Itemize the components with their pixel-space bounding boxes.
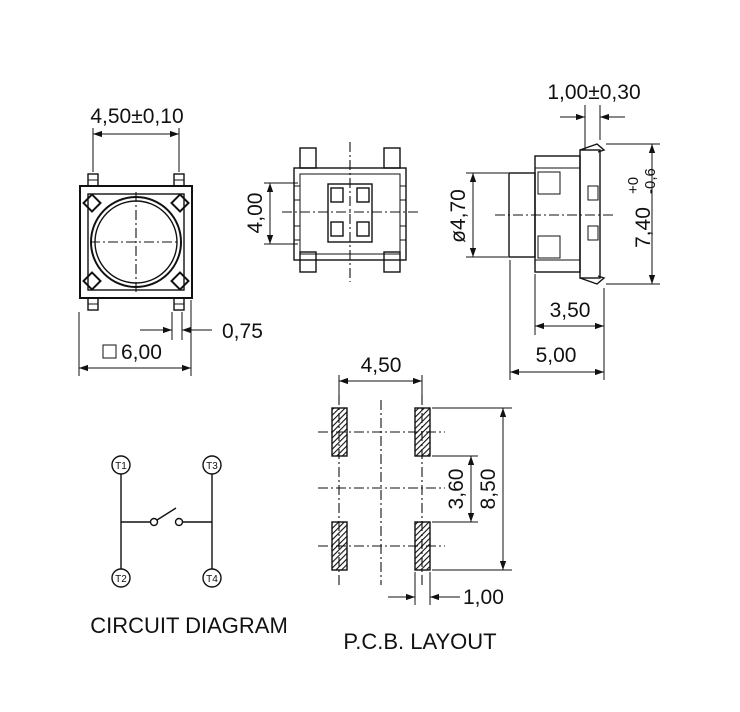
dim-pcb-pad-width: 1,00	[463, 586, 504, 609]
terminal-t4	[202, 568, 222, 588]
terminal-t2-label: T2	[115, 574, 127, 585]
square-symbol-icon	[102, 344, 117, 359]
dim-pcb-span-y: 8,50	[477, 469, 500, 510]
terminal-t3-label: T3	[206, 461, 218, 472]
dim-overall-height-tol-minus: -0,6	[642, 168, 659, 194]
top-view: 4,50±0,10 6,00 0,75	[78, 105, 263, 376]
side-view-body	[534, 155, 581, 273]
dim-total-height: 5,00	[536, 344, 577, 367]
circuit-diagram-caption: CIRCUIT DIAGRAM	[90, 613, 288, 638]
terminal-t2	[111, 568, 131, 588]
dim-top-body-width: 4,50±0,10	[90, 105, 183, 128]
pcb-layout: 4,50 3,60 8,50 1,00 P.C.B. LAYOUT	[318, 354, 512, 654]
terminal-t1-label: T1	[115, 461, 127, 472]
switch-contact	[156, 507, 177, 521]
dim-terminal-width: 0,75	[222, 320, 263, 343]
pcb-layout-caption: P.C.B. LAYOUT	[343, 629, 496, 654]
dim-overall-height-tol-plus: +0	[625, 177, 642, 194]
corner-posts	[82, 193, 190, 291]
dim-bottom-pad-spacing: 4,00	[244, 193, 267, 234]
side-view: 1,00±0,30 ø4,70 7,40 +0 -0,6 3,50 5,00	[447, 81, 660, 380]
bottom-view: 4,00	[244, 142, 418, 282]
terminal-t1	[111, 455, 131, 475]
dim-body-height: 3,50	[550, 299, 591, 322]
dim-knob-diameter: ø4,70	[447, 189, 470, 243]
dim-overall-height: 7,40	[632, 207, 655, 248]
terminal-t4-label: T4	[206, 574, 218, 585]
top-view-terminals	[87, 173, 185, 311]
dim-overall-width: 6,00	[121, 341, 162, 364]
dim-pcb-pitch-x: 4,50	[361, 354, 402, 377]
dim-side-tolerance: 1,00±0,30	[547, 81, 640, 104]
dim-pcb-pitch-y: 3,60	[445, 469, 468, 510]
circuit-diagram: T1 T2 T3 T4 CIRCUIT DIAGRAM	[90, 455, 288, 638]
top-view-body-outline	[79, 185, 193, 299]
terminal-t3	[202, 455, 222, 475]
